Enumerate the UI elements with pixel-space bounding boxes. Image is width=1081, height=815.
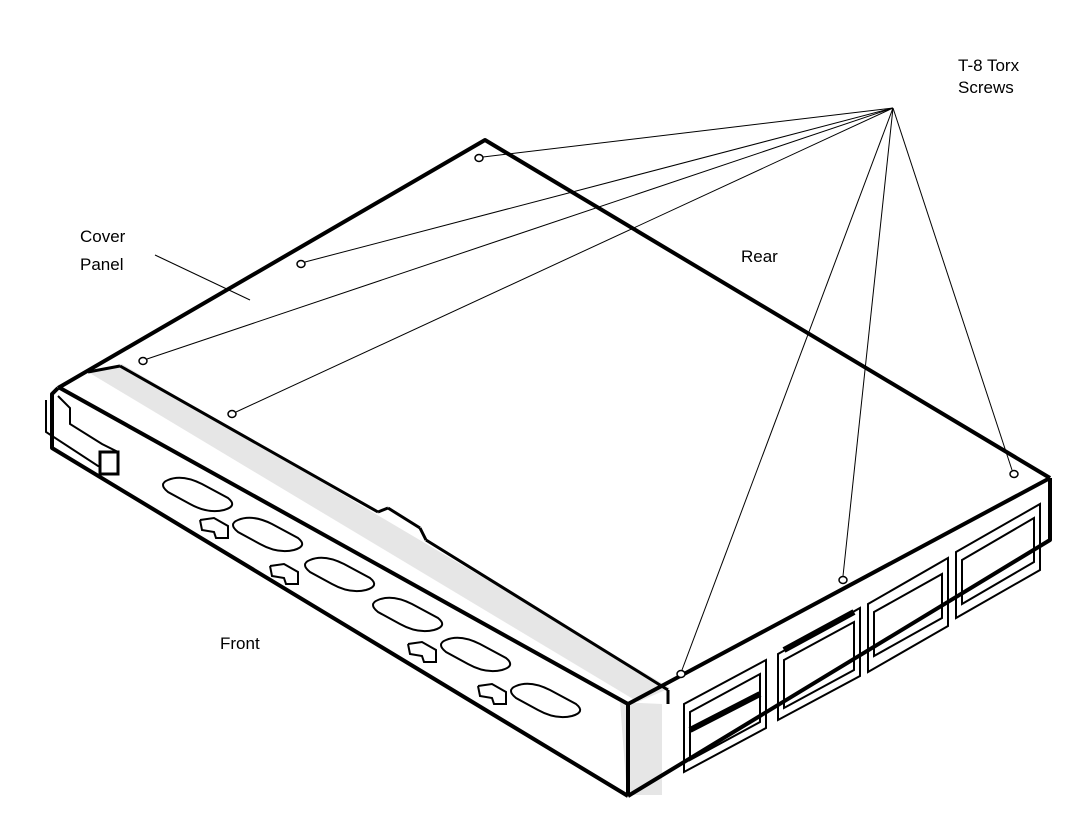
cover-label-line2: Panel <box>80 255 123 274</box>
screw-head-icon <box>139 358 147 365</box>
screw-head-icon <box>1010 471 1018 478</box>
connector-port <box>373 598 442 631</box>
torx-screws <box>139 155 1018 678</box>
connector-port <box>305 558 374 591</box>
rear-label: Rear <box>741 247 778 266</box>
front-label: Front <box>220 634 260 653</box>
screw-head-icon <box>475 155 483 162</box>
connector-port <box>511 684 580 717</box>
screws-label-line1: T-8 Torx <box>958 56 1020 75</box>
small-connector <box>478 684 506 704</box>
connector-port <box>233 518 302 551</box>
connector-port <box>441 638 510 671</box>
screw-head-icon <box>677 671 685 678</box>
small-connector <box>408 642 436 662</box>
connector-port <box>163 478 232 511</box>
chassis-outline <box>52 140 1050 796</box>
left-bracket <box>46 396 118 474</box>
screw-head-icon <box>228 411 236 418</box>
screw-head-icon <box>839 577 847 584</box>
screws-label-line2: Screws <box>958 78 1014 97</box>
cover-leader-line <box>155 255 250 300</box>
front-edge-band <box>88 364 670 702</box>
small-connector <box>200 518 228 538</box>
screw-head-icon <box>297 261 305 268</box>
cover-label-line1: Cover <box>80 227 126 246</box>
